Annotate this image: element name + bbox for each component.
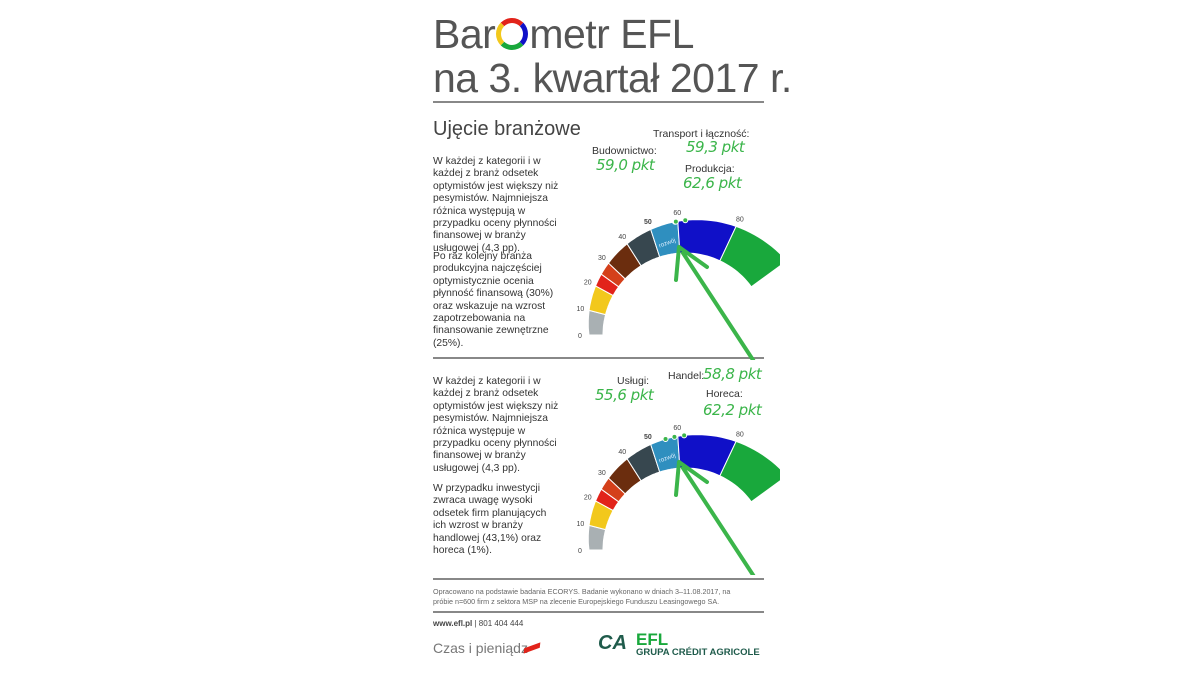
marker-value: 62,6 pkt <box>683 174 742 192</box>
gauge-tick-label: 0 <box>578 548 582 555</box>
gauge-tick-label: 10 <box>576 306 584 313</box>
source-note: Opracowano na podstawie badania ECORYS. … <box>433 587 731 606</box>
marker-value: 59,3 pkt <box>686 138 745 156</box>
section-title: Ujęcie branżowe <box>433 118 581 140</box>
credit-agricole-logo-icon: CA <box>598 632 627 654</box>
gauge-marker-dot <box>671 433 678 440</box>
gauge-tick-label: 50 <box>644 219 652 226</box>
gauge-tick-label: 50 <box>644 434 652 441</box>
gauge-tick-label: 80 <box>736 216 744 223</box>
panel1-paragraph: W każdej z kategorii i w każdej z branż … <box>433 156 559 254</box>
gauge-tick-label: 80 <box>736 431 744 438</box>
marker-label: Transport i łączność: <box>653 128 750 140</box>
marker-label: Budownictwo: <box>592 145 657 157</box>
marker-value: 55,6 pkt <box>595 386 654 404</box>
green-arrow-icon <box>674 460 756 575</box>
divider <box>433 611 764 613</box>
slogan: Czas i pieniądz <box>433 640 528 656</box>
gauge-segment <box>719 225 780 288</box>
gauge-tick-label: 40 <box>618 449 626 456</box>
gauge-marker-dot <box>672 218 679 225</box>
gauge-panel1: 010203040506080100[pkt]rozwój <box>576 210 780 360</box>
phone-number: | 801 404 444 <box>474 619 524 628</box>
gauge-tick-label: 20 <box>584 280 592 287</box>
gauge-tick-label: 30 <box>598 470 606 477</box>
gauge-marker-dot <box>682 217 689 224</box>
marker-value: 58,8 pkt <box>703 365 762 383</box>
gauge-segment <box>719 440 780 503</box>
gauge-segment-label: rozwój <box>658 453 676 465</box>
gauge-tick-label: 10 <box>576 521 584 528</box>
marker-label: Produkcja: <box>685 163 735 175</box>
panel2-paragraph: W każdej z kategorii i w każdej z branż … <box>433 376 559 474</box>
group-name: GRUPA CRÉDIT AGRICOLE <box>636 647 760 658</box>
gauge-marker-dot <box>662 436 669 443</box>
marker-label: Usługi: <box>617 375 650 387</box>
marker-value: 59,0 pkt <box>596 156 655 174</box>
divider <box>433 101 764 103</box>
gauge-tick-label: 30 <box>598 255 606 262</box>
efl-logo: EFL <box>636 630 669 649</box>
green-arrow-icon <box>674 245 756 360</box>
gauge-segment-label: rozwój <box>658 238 676 250</box>
gauge-tick-label: 40 <box>618 234 626 241</box>
divider <box>433 357 764 359</box>
gauge-panel2: 010203040506080100[pkt]rozwój <box>576 425 780 575</box>
gauge-tick-label: 60 <box>673 210 681 217</box>
divider <box>433 578 764 580</box>
marker-label: Handel: <box>668 370 705 382</box>
marker-label: Horeca: <box>706 388 743 400</box>
panel1-paragraph: Po raz kolejny branża produkcyjna najczę… <box>433 251 554 349</box>
gauge-tick-label: 0 <box>578 333 582 340</box>
gauge-tick-label: 20 <box>584 495 592 502</box>
page-subtitle: na 3. kwartał 2017 r. <box>433 55 792 101</box>
marker-value: 62,2 pkt <box>703 401 762 419</box>
gauge-marker-dot <box>681 432 688 439</box>
barometer-o-icon <box>496 18 529 50</box>
website-link[interactable]: www.efl.pl <box>433 619 473 628</box>
gauge-tick-label: 60 <box>673 425 681 432</box>
panel2-paragraph: W przypadku inwestycji zwraca uwagę wyso… <box>433 483 547 557</box>
